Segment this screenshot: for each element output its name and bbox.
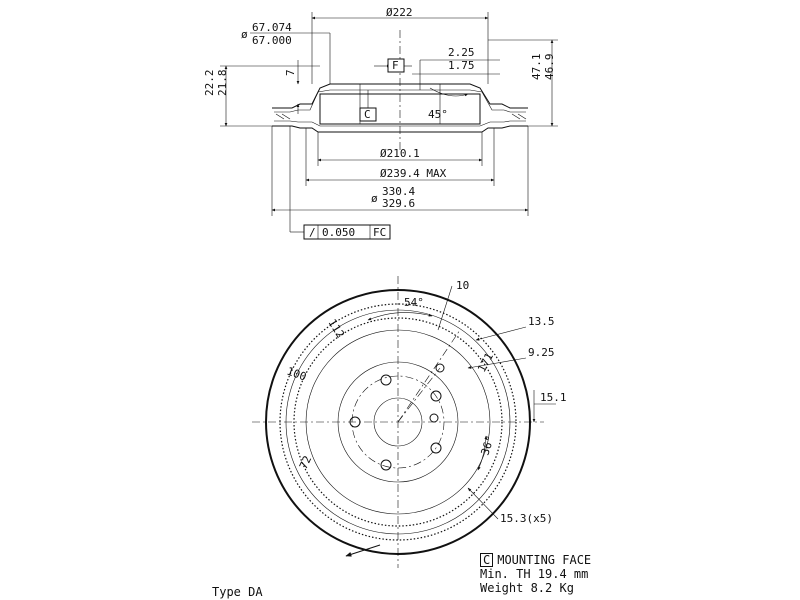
inner-diameter: Ø210.1 — [380, 147, 420, 160]
bolt-hole — [430, 442, 442, 454]
disc-section-profile — [272, 83, 528, 133]
hub-bore-min: 67.000 — [252, 34, 292, 47]
disc-diameter-max: 330.4 — [382, 185, 415, 198]
angle-36: 36° — [478, 434, 497, 457]
bolt-hole — [430, 390, 442, 402]
mounting-code: C — [480, 553, 494, 567]
height-min: 21.8 — [216, 70, 229, 97]
rotation-arrow — [345, 544, 381, 557]
dim-72: 72 — [297, 454, 314, 472]
offset-min: 1.75 — [448, 59, 475, 72]
weight: Weight 8.2 Kg — [480, 581, 574, 595]
runout-value: 0.050 — [322, 226, 355, 239]
dim-15-1: 15.1 — [540, 391, 567, 404]
bolt-hole — [380, 374, 392, 386]
height-max: 22.2 — [203, 70, 216, 97]
diameter-symbol-2: ø — [371, 192, 378, 205]
locator-hole — [435, 363, 445, 373]
datum-f: F — [392, 59, 399, 72]
min-thickness: Min. TH 19.4 mm — [480, 567, 589, 581]
angle-54: 54° — [404, 296, 424, 309]
diameter-symbol: ø — [241, 28, 248, 41]
locator-hole — [429, 413, 439, 423]
total-min: 46.9 — [543, 54, 556, 81]
max-diameter: Ø239.4 MAX — [380, 167, 447, 180]
dim-10: 10 — [456, 279, 469, 292]
bolt-holes — [349, 363, 445, 471]
total-max: 47.1 — [530, 54, 543, 81]
overall-diameter: Ø222 — [386, 6, 413, 19]
disc-diameter-min: 329.6 — [382, 197, 415, 210]
bolt-hole — [349, 416, 361, 428]
runout-icon: / — [309, 226, 316, 239]
dim-13-5: 13.5 — [528, 315, 555, 328]
datum-c: C — [364, 108, 371, 121]
front-view: 10 54° 112 13.5 9.25 171 100 15.1 36° 72… — [252, 276, 567, 568]
dim-100: 100 — [285, 365, 308, 384]
offset-max: 2.25 — [448, 46, 475, 59]
section-view: Ø222 67.074 67.000 ø 22.2 21.8 7 F C 2.2… — [203, 6, 558, 240]
hub-bore-max: 67.074 — [252, 21, 292, 34]
center-bore — [373, 397, 423, 447]
runout-ref: FC — [373, 226, 386, 239]
angle-45: 45° — [428, 108, 448, 121]
dim-171: 171 — [475, 351, 496, 375]
mounting-label: MOUNTING FACE — [497, 553, 592, 567]
step-7: 7 — [284, 69, 297, 76]
bolt-hole-count: 15.3(x5) — [500, 512, 553, 525]
bolt-hole — [380, 459, 392, 471]
dim-9-25: 9.25 — [528, 346, 555, 359]
dim-112: 112 — [325, 317, 347, 341]
type-label: Type DA — [212, 585, 263, 599]
